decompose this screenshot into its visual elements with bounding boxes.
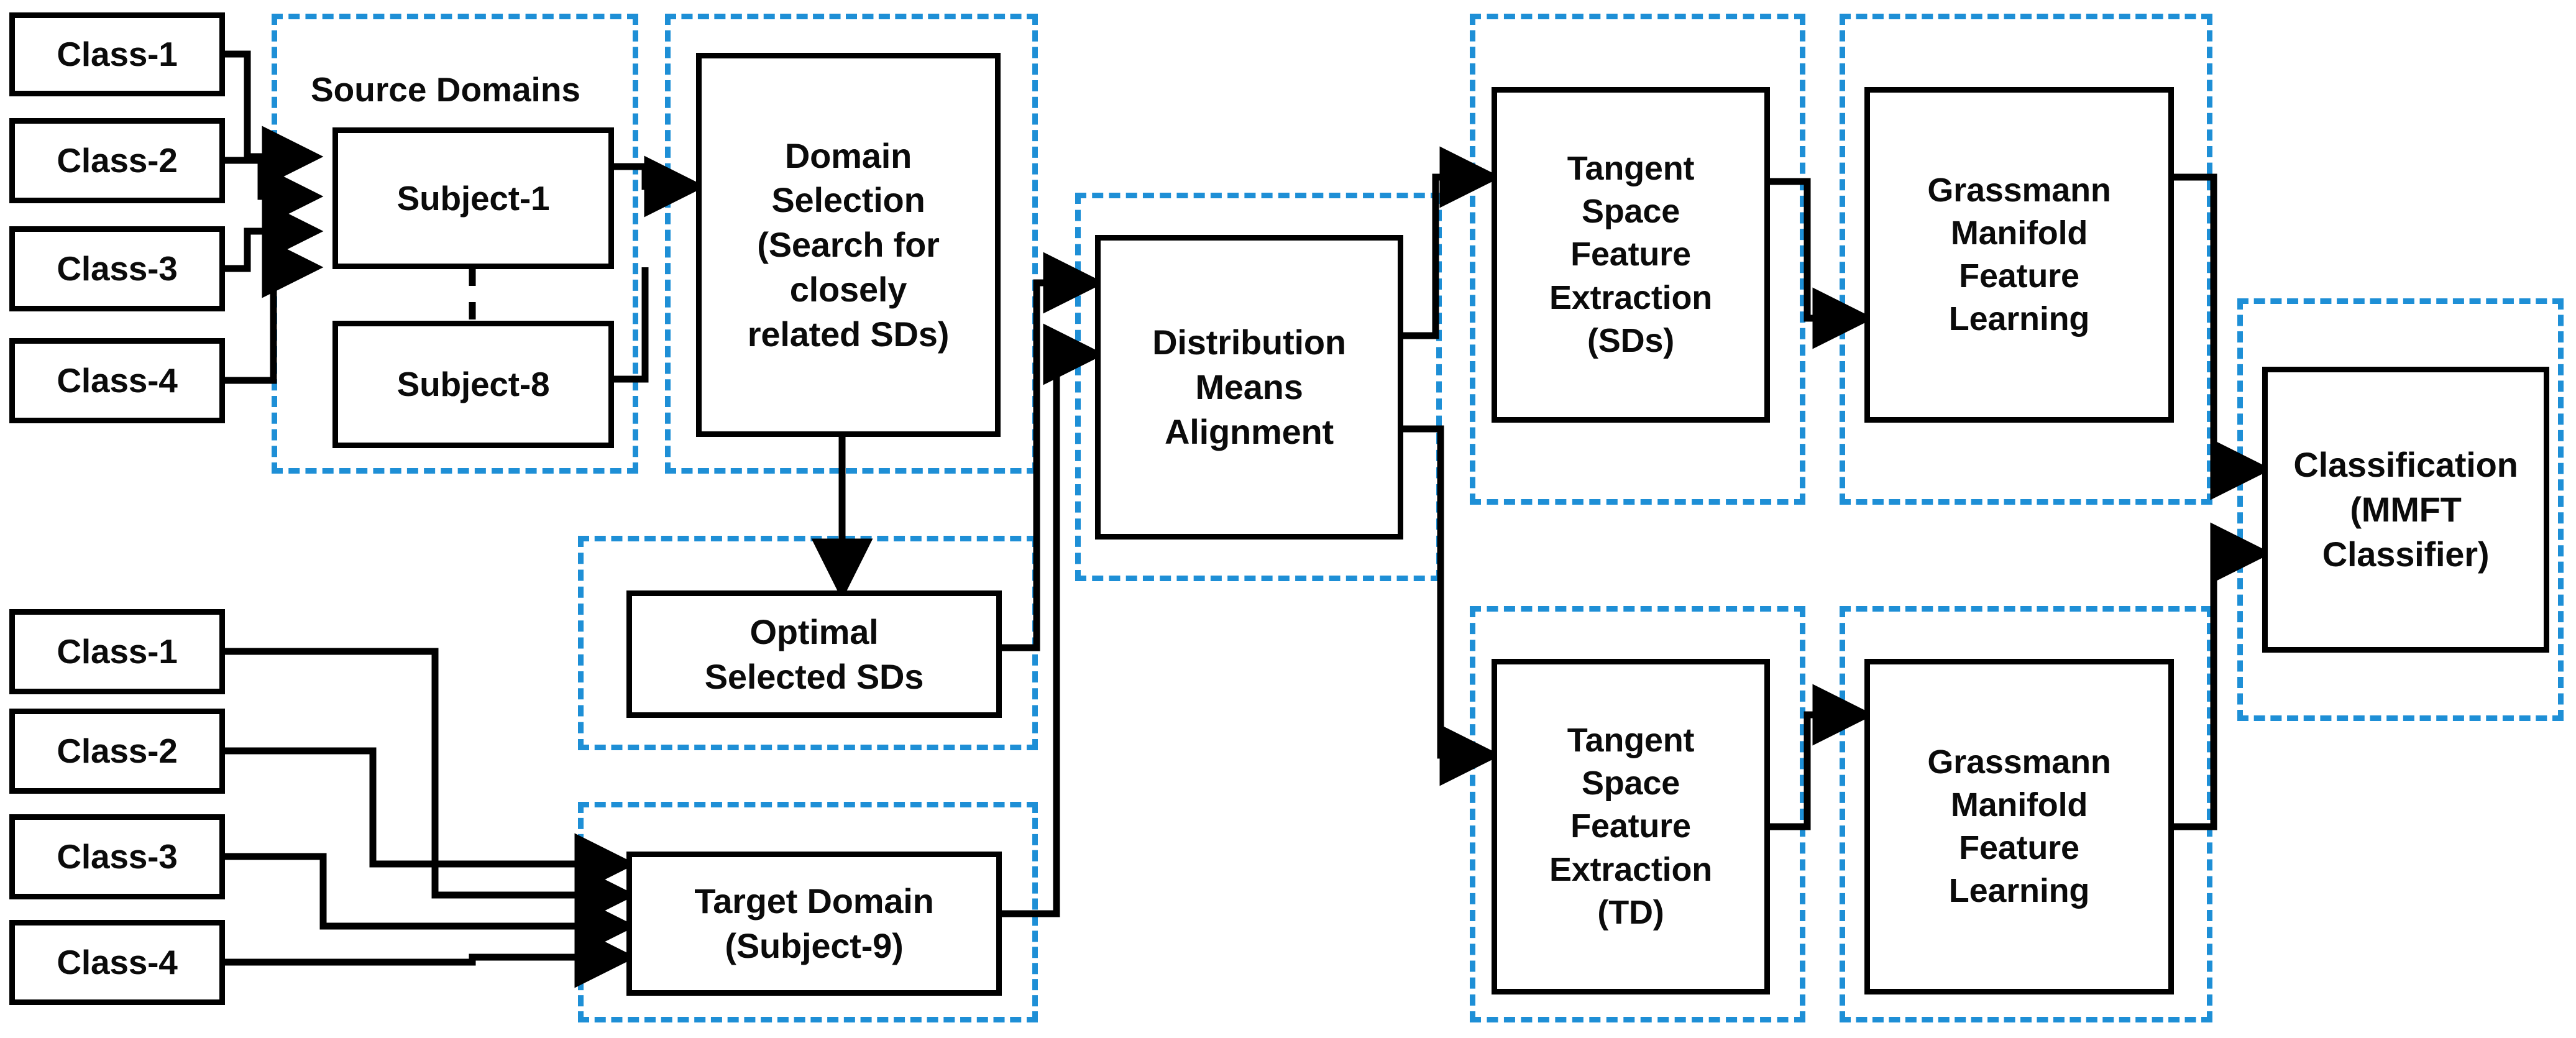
dma-line-1: Distribution <box>1152 323 1346 362</box>
optimal-selected-sds-line-2: Selected SDs <box>704 656 924 696</box>
grassmann-top-line-4: Learning <box>1948 300 2090 338</box>
target-class-4-node[interactable]: Class-4 <box>9 920 225 1005</box>
tangent-sds-line-5: (SDs) <box>1587 321 1674 359</box>
optimal-selected-sds-node[interactable]: Optimal Selected SDs <box>626 590 1002 718</box>
wire-tclass2-to-target-domain <box>225 747 636 895</box>
domain-selection-line-5: related SDs) <box>747 314 950 354</box>
wire-tclass1-to-target-domain <box>225 648 636 926</box>
classification-line-3: Classifier) <box>2322 534 2490 574</box>
distribution-means-alignment-node[interactable]: Distribution Means Alignment <box>1095 235 1403 540</box>
domain-selection-line-4: closely <box>789 269 907 309</box>
tangent-space-sds-node[interactable]: Tangent Space Feature Extraction (SDs) <box>1492 87 1770 423</box>
source-class-1-label: Class-1 <box>57 35 178 74</box>
classification-line-2: (MMFT <box>2350 490 2462 530</box>
target-class-1-label: Class-1 <box>57 632 178 671</box>
grassmann-bottom-line-2: Manifold <box>1950 786 2088 824</box>
source-domains-caption: Source Domains <box>311 70 581 109</box>
tangent-sds-line-2: Space <box>1581 193 1680 231</box>
tangent-space-td-node[interactable]: Tangent Space Feature Extraction (TD) <box>1492 659 1770 994</box>
subject-1-node[interactable]: Subject-1 <box>332 127 614 269</box>
target-class-2-node[interactable]: Class-2 <box>9 709 225 794</box>
target-domain-node[interactable]: Target Domain (Subject-9) <box>626 852 1002 996</box>
domain-selection-line-2: Selection <box>771 180 925 220</box>
dma-line-2: Means <box>1195 367 1303 407</box>
group-domain-selection <box>665 14 1038 474</box>
classification-node[interactable]: Classification (MMFT Classifier) <box>2262 367 2549 653</box>
group-classification <box>2237 298 2564 721</box>
target-class-3-label: Class-3 <box>57 837 178 876</box>
source-class-4-label: Class-4 <box>57 361 178 400</box>
target-class-3-node[interactable]: Class-3 <box>9 814 225 899</box>
source-class-3-node[interactable]: Class-3 <box>9 226 225 311</box>
tangent-td-line-3: Feature <box>1570 807 1691 845</box>
subject-8-node[interactable]: Subject-8 <box>332 321 614 448</box>
source-class-4-node[interactable]: Class-4 <box>9 338 225 423</box>
wire-tclass3-to-target-domain <box>225 853 636 957</box>
tangent-sds-line-1: Tangent <box>1567 150 1695 188</box>
grassmann-top-line-2: Manifold <box>1950 214 2088 252</box>
tangent-td-line-2: Space <box>1581 765 1680 802</box>
target-class-4-label: Class-4 <box>57 943 178 982</box>
wire-tclass4-to-target-domain <box>225 926 636 988</box>
target-class-1-node[interactable]: Class-1 <box>9 609 225 694</box>
source-class-2-label: Class-2 <box>57 141 178 180</box>
subject-1-label: Subject-1 <box>396 178 550 218</box>
domain-selection-node[interactable]: Domain Selection (Search for closely rel… <box>696 53 1001 437</box>
grassmann-manifold-top-node[interactable]: Grassmann Manifold Feature Learning <box>1864 87 2174 423</box>
grassmann-manifold-bottom-node[interactable]: Grassmann Manifold Feature Learning <box>1864 659 2174 994</box>
target-class-2-label: Class-2 <box>57 732 178 771</box>
classification-line-1: Classification <box>2293 445 2518 485</box>
optimal-selected-sds-line-1: Optimal <box>749 612 879 651</box>
source-class-1-node[interactable]: Class-1 <box>9 12 225 96</box>
target-domain-line-1: Target Domain <box>694 881 934 921</box>
tangent-sds-line-4: Extraction <box>1549 278 1713 316</box>
tangent-td-line-4: Extraction <box>1549 850 1713 888</box>
target-domain-line-2: (Subject-9) <box>725 926 904 965</box>
source-class-3-label: Class-3 <box>57 249 178 288</box>
tangent-td-line-1: Tangent <box>1567 722 1695 760</box>
dma-line-3: Alignment <box>1165 411 1334 451</box>
grassmann-top-line-3: Feature <box>1959 257 2079 295</box>
grassmann-top-line-1: Grassmann <box>1927 171 2111 209</box>
tangent-sds-line-3: Feature <box>1570 236 1691 273</box>
domain-selection-line-3: (Search for <box>757 225 940 265</box>
tangent-td-line-5: (TD) <box>1597 893 1664 931</box>
grassmann-bottom-line-1: Grassmann <box>1927 743 2111 781</box>
subject-8-label: Subject-8 <box>396 365 550 404</box>
grassmann-bottom-line-4: Learning <box>1948 872 2090 910</box>
grassmann-bottom-line-3: Feature <box>1959 829 2079 866</box>
source-class-2-node[interactable]: Class-2 <box>9 118 225 203</box>
domain-selection-line-1: Domain <box>784 135 912 175</box>
